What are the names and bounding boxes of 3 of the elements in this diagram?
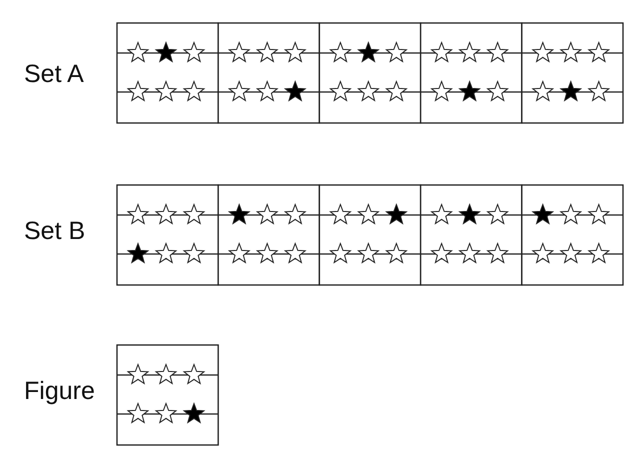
row-label: Set B: [24, 217, 86, 246]
row-label: Set A: [24, 60, 84, 89]
row-label: Figure: [24, 377, 95, 406]
